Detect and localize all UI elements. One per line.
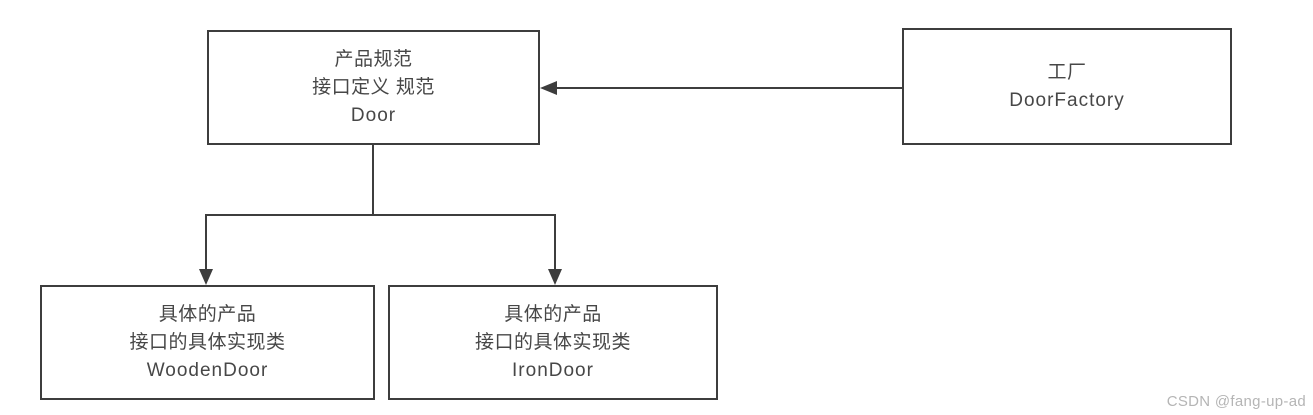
node-iron-line-2: 接口的具体实现类 — [474, 331, 631, 353]
node-wooden-door: 具体的产品 接口的具体实现类 WoodenDoor — [40, 285, 375, 400]
edge-door-branch — [206, 145, 556, 216]
arrowhead-left-icon — [540, 81, 557, 95]
node-wooden-class-name: WoodenDoor — [146, 359, 269, 381]
arrowhead-down-icon — [548, 269, 562, 285]
node-factory-class-name: DoorFactory — [1009, 89, 1125, 111]
node-door-class-name: Door — [350, 104, 397, 126]
node-door-line-2: 接口定义 规范 — [312, 76, 435, 98]
edge-door-to-irondoor — [548, 214, 562, 285]
node-factory-line-1: 工厂 — [1047, 61, 1087, 83]
node-wooden-line-1: 具体的产品 — [158, 303, 257, 325]
node-iron-class-name: IronDoor — [512, 359, 594, 381]
node-iron-door: 具体的产品 接口的具体实现类 IronDoor — [388, 285, 718, 400]
node-door-factory: 工厂 DoorFactory — [902, 28, 1232, 145]
node-door: 产品规范 接口定义 规范 Door — [207, 30, 540, 145]
node-door-line-1: 产品规范 — [334, 48, 413, 70]
edge-door-to-woodendoor — [199, 214, 213, 285]
edge-factory-to-door — [540, 81, 902, 95]
arrowhead-down-icon — [199, 269, 213, 285]
node-wooden-line-2: 接口的具体实现类 — [129, 331, 286, 353]
csdn-watermark: CSDN @fang-up-ad — [1166, 393, 1306, 410]
node-iron-line-1: 具体的产品 — [504, 303, 602, 325]
